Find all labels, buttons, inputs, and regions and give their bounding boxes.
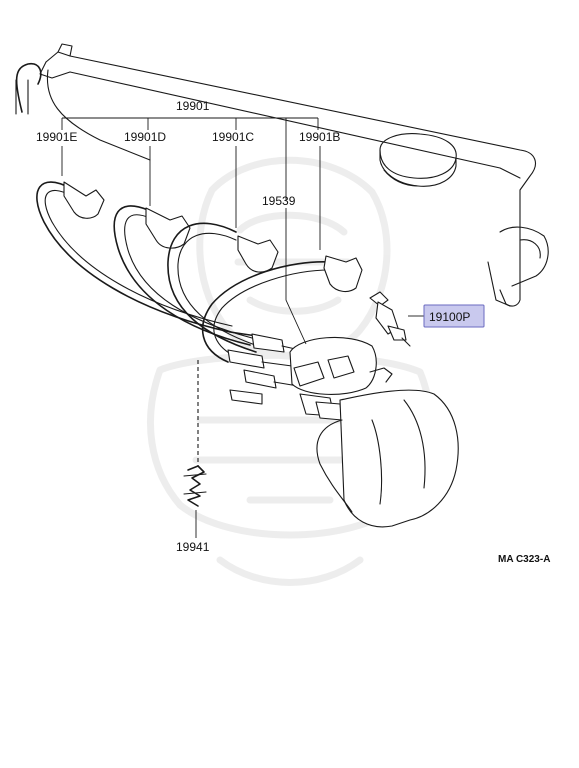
distributor	[289, 336, 459, 528]
highlight-19100p[interactable]: 19100P	[423, 304, 485, 328]
dipstick-hook	[15, 62, 42, 115]
label-19941: 19941	[176, 540, 210, 554]
label-19100p: 19100P	[429, 310, 470, 324]
label-wire-e: 19901E	[36, 130, 77, 144]
spark-plug	[369, 291, 411, 347]
wire-clip	[183, 465, 207, 507]
figure-code: MA C323-A	[498, 554, 550, 565]
label-wire-d: 19901D	[124, 130, 166, 144]
label-wire-b: 19901B	[299, 130, 340, 144]
label-19539: 19539	[262, 194, 296, 208]
label-wire-c: 19901C	[212, 130, 254, 144]
highlight-box[interactable]	[423, 304, 485, 328]
engine-cover	[39, 43, 549, 307]
spark-plug-wires	[36, 181, 363, 405]
callout-leaders	[61, 117, 424, 538]
label-19901: 19901	[176, 99, 210, 113]
callout-labels: 19901 19901E 19901D 19901C 19901B 19539 …	[36, 99, 340, 554]
